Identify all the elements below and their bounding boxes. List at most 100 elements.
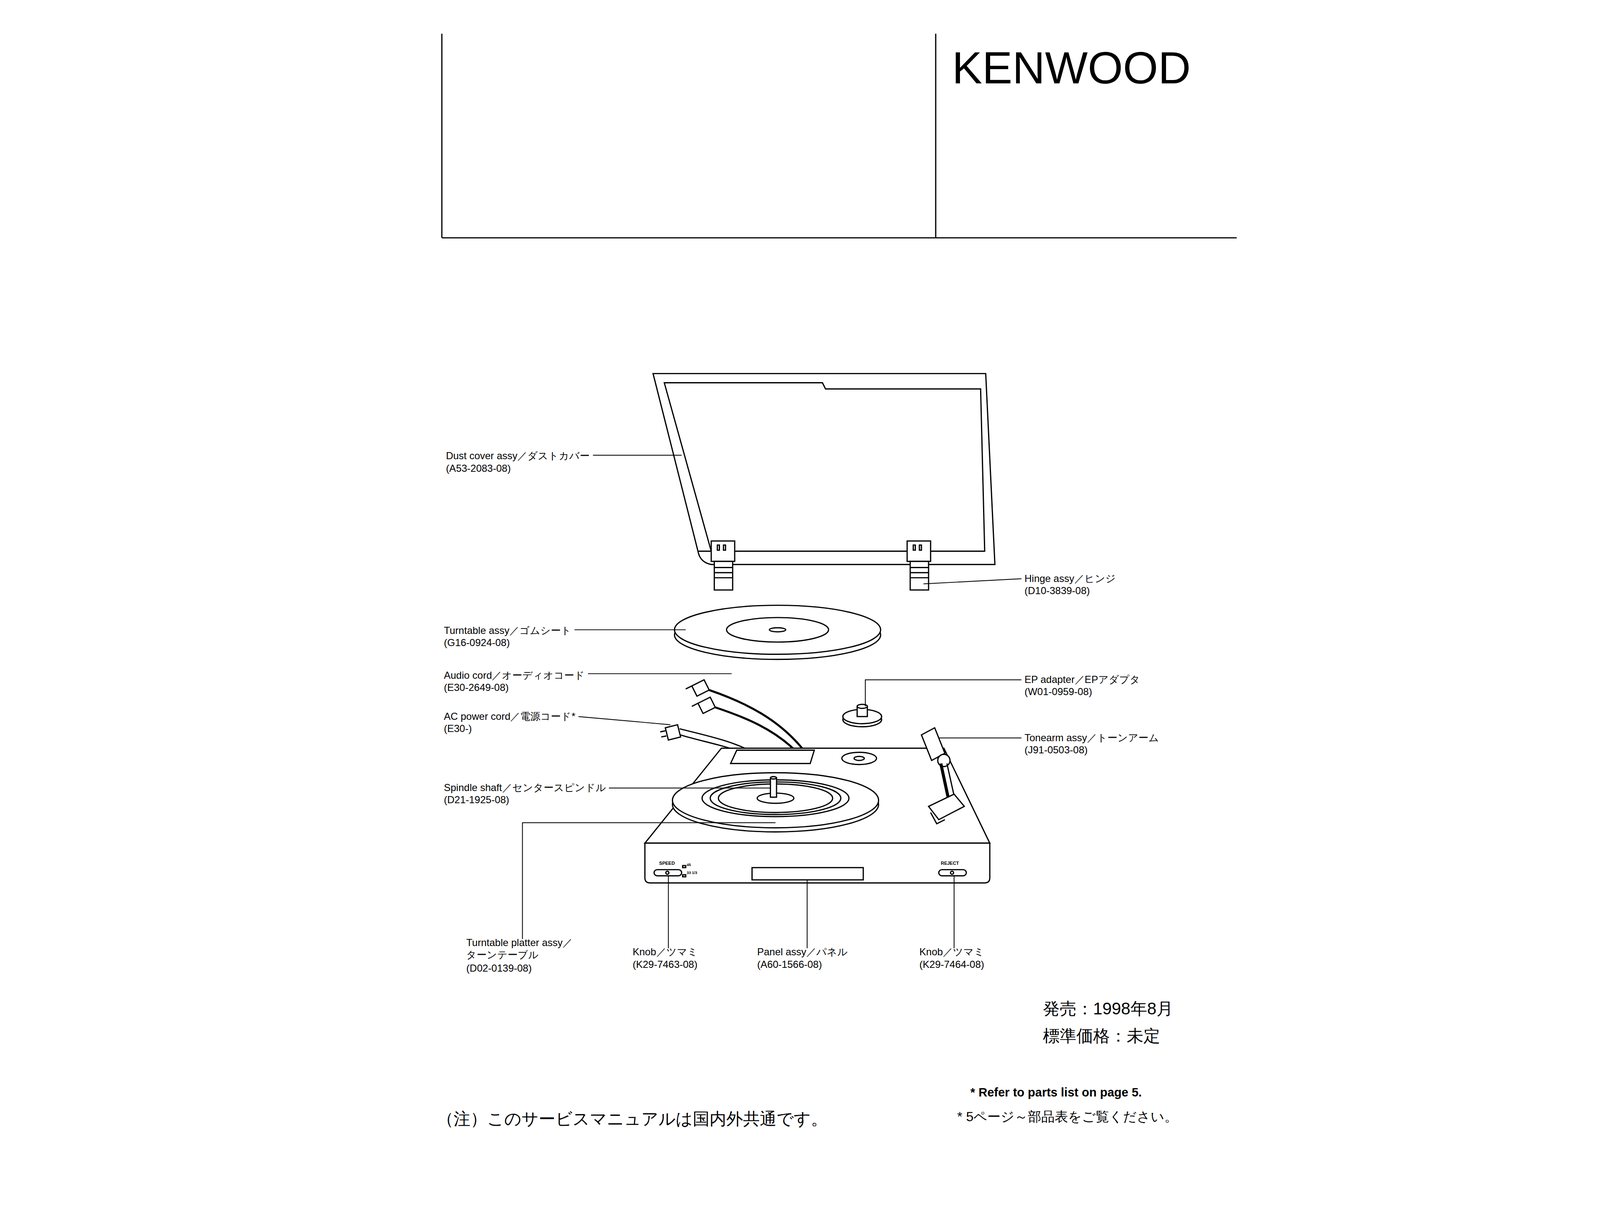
- rubber-mat: [674, 605, 881, 660]
- part-number: (J91-0503-08): [1024, 743, 1088, 757]
- part-number: (G16-0924-08): [443, 636, 510, 649]
- part-name: Knob／ツマミ: [919, 945, 985, 958]
- rubber-mat-part: [674, 605, 881, 655]
- leader-line: [953, 875, 955, 948]
- part-name: Knob／ツマミ: [632, 945, 698, 958]
- leader-line: [865, 679, 1022, 706]
- brand-logo: KENWOOD: [952, 40, 1191, 96]
- rubber-mat-part: [726, 617, 829, 642]
- part-number: (W01-0959-08): [1024, 685, 1092, 698]
- dust-cover-part: [697, 550, 712, 552]
- leader-line: [593, 454, 682, 456]
- leader-line: [588, 673, 732, 674]
- audio-cord-part: [709, 689, 806, 754]
- hinge-part: [711, 540, 735, 562]
- front-controls: [654, 865, 967, 880]
- dust-cover-part: [652, 373, 995, 565]
- tonearm-part: [930, 812, 945, 824]
- part-name: Panel assy／パネル: [757, 945, 848, 958]
- footnote: * Refer to parts list on page 5.: [970, 1084, 1142, 1100]
- audio-cord-part: [685, 685, 692, 689]
- part-name: EP adapter／EPアダプタ: [1024, 673, 1141, 686]
- power-cord-part: [661, 735, 667, 737]
- leader-line: [806, 879, 808, 948]
- audio-cord-part: [697, 696, 715, 714]
- ep-adapter-part: [856, 704, 868, 709]
- manual-note: （注）このサービスマニュアルは国内外共通です。: [436, 1108, 828, 1129]
- part-number: (D21-1925-08): [443, 793, 510, 806]
- part-number: (K29-7464-08): [919, 958, 985, 971]
- part-name: AC power cord／電源コード*: [443, 710, 576, 723]
- power-cord-part: [660, 730, 666, 732]
- turntable-base-part: [645, 842, 990, 883]
- hinge-part: [714, 561, 733, 590]
- price-note: 標準価格：未定: [1042, 1025, 1161, 1046]
- header-frame: [441, 33, 1237, 238]
- front-controls-part: [682, 865, 686, 868]
- front-controls-part: [665, 870, 669, 874]
- tonearm-part: [928, 793, 965, 820]
- part-number: (D02-0139-08): [466, 962, 532, 975]
- ep-adapter: [842, 704, 882, 727]
- control-label: REJECT: [940, 860, 959, 866]
- part-number: (A60-1566-08): [757, 958, 823, 971]
- hinge-part: [714, 576, 733, 579]
- audio-cord: [685, 679, 806, 755]
- hinge-part: [717, 544, 720, 550]
- footnote: * 5ページ～部品表をご覧ください。: [957, 1108, 1178, 1125]
- part-number: (K29-7463-08): [632, 958, 698, 971]
- turntable-base-part: [730, 750, 815, 764]
- header-frame-part: [935, 33, 937, 238]
- platter-part: [672, 772, 879, 828]
- leader-line: [938, 737, 1022, 739]
- part-number: (A53-2083-08): [446, 462, 511, 475]
- front-controls-part: [938, 869, 967, 876]
- front-controls-part: [654, 869, 682, 876]
- release-date: 発売：1998年8月: [1042, 998, 1174, 1019]
- leader-line: [609, 787, 771, 789]
- front-controls-part: [752, 867, 864, 880]
- platter-part: [770, 776, 777, 779]
- part-name: Tonearm assy／トーンアーム: [1024, 731, 1159, 744]
- leader-line: [578, 716, 671, 725]
- leader-line: [923, 578, 1022, 584]
- platter-part: [770, 777, 777, 797]
- hinge-part: [723, 544, 726, 550]
- leader-line: [522, 822, 776, 940]
- hinge-part: [910, 576, 929, 579]
- part-name: Spindle shaft／センタースピンドル: [443, 781, 607, 794]
- power-cord-part: [665, 724, 681, 741]
- dust-cover: [652, 373, 995, 565]
- hinge-part: [910, 566, 929, 568]
- hinge-part: [910, 571, 929, 573]
- audio-cord-part: [691, 679, 710, 696]
- hinge-part: [919, 544, 922, 550]
- part-name: Audio cord／オーディオコード: [443, 669, 586, 682]
- hinge-part: [714, 566, 733, 568]
- speed-value: 33 1/3: [686, 870, 698, 875]
- control-label: SPEED: [659, 860, 675, 866]
- part-name: Dust cover assy／ダストカバー: [446, 449, 591, 462]
- rubber-mat-part: [769, 627, 786, 632]
- front-controls-part: [950, 870, 954, 874]
- hinge: [711, 540, 931, 590]
- hinge-part: [714, 571, 733, 573]
- turntable-base-part: [645, 748, 990, 844]
- dust-cover-part: [664, 382, 985, 552]
- leader-line: [574, 629, 687, 630]
- hinge-part: [907, 540, 931, 562]
- turntable-base-part: [854, 756, 865, 761]
- hinge-part: [910, 561, 929, 590]
- speed-value: 45: [686, 862, 692, 868]
- audio-cord-part: [691, 703, 699, 707]
- front-controls-part: [682, 874, 686, 877]
- turntable-base: [645, 748, 990, 883]
- hinge-part: [913, 544, 916, 550]
- leader-lines: [522, 455, 1022, 949]
- header-frame-part: [441, 237, 1237, 239]
- leader-line: [668, 875, 669, 948]
- tonearm: [921, 727, 965, 824]
- header-frame-part: [441, 33, 443, 238]
